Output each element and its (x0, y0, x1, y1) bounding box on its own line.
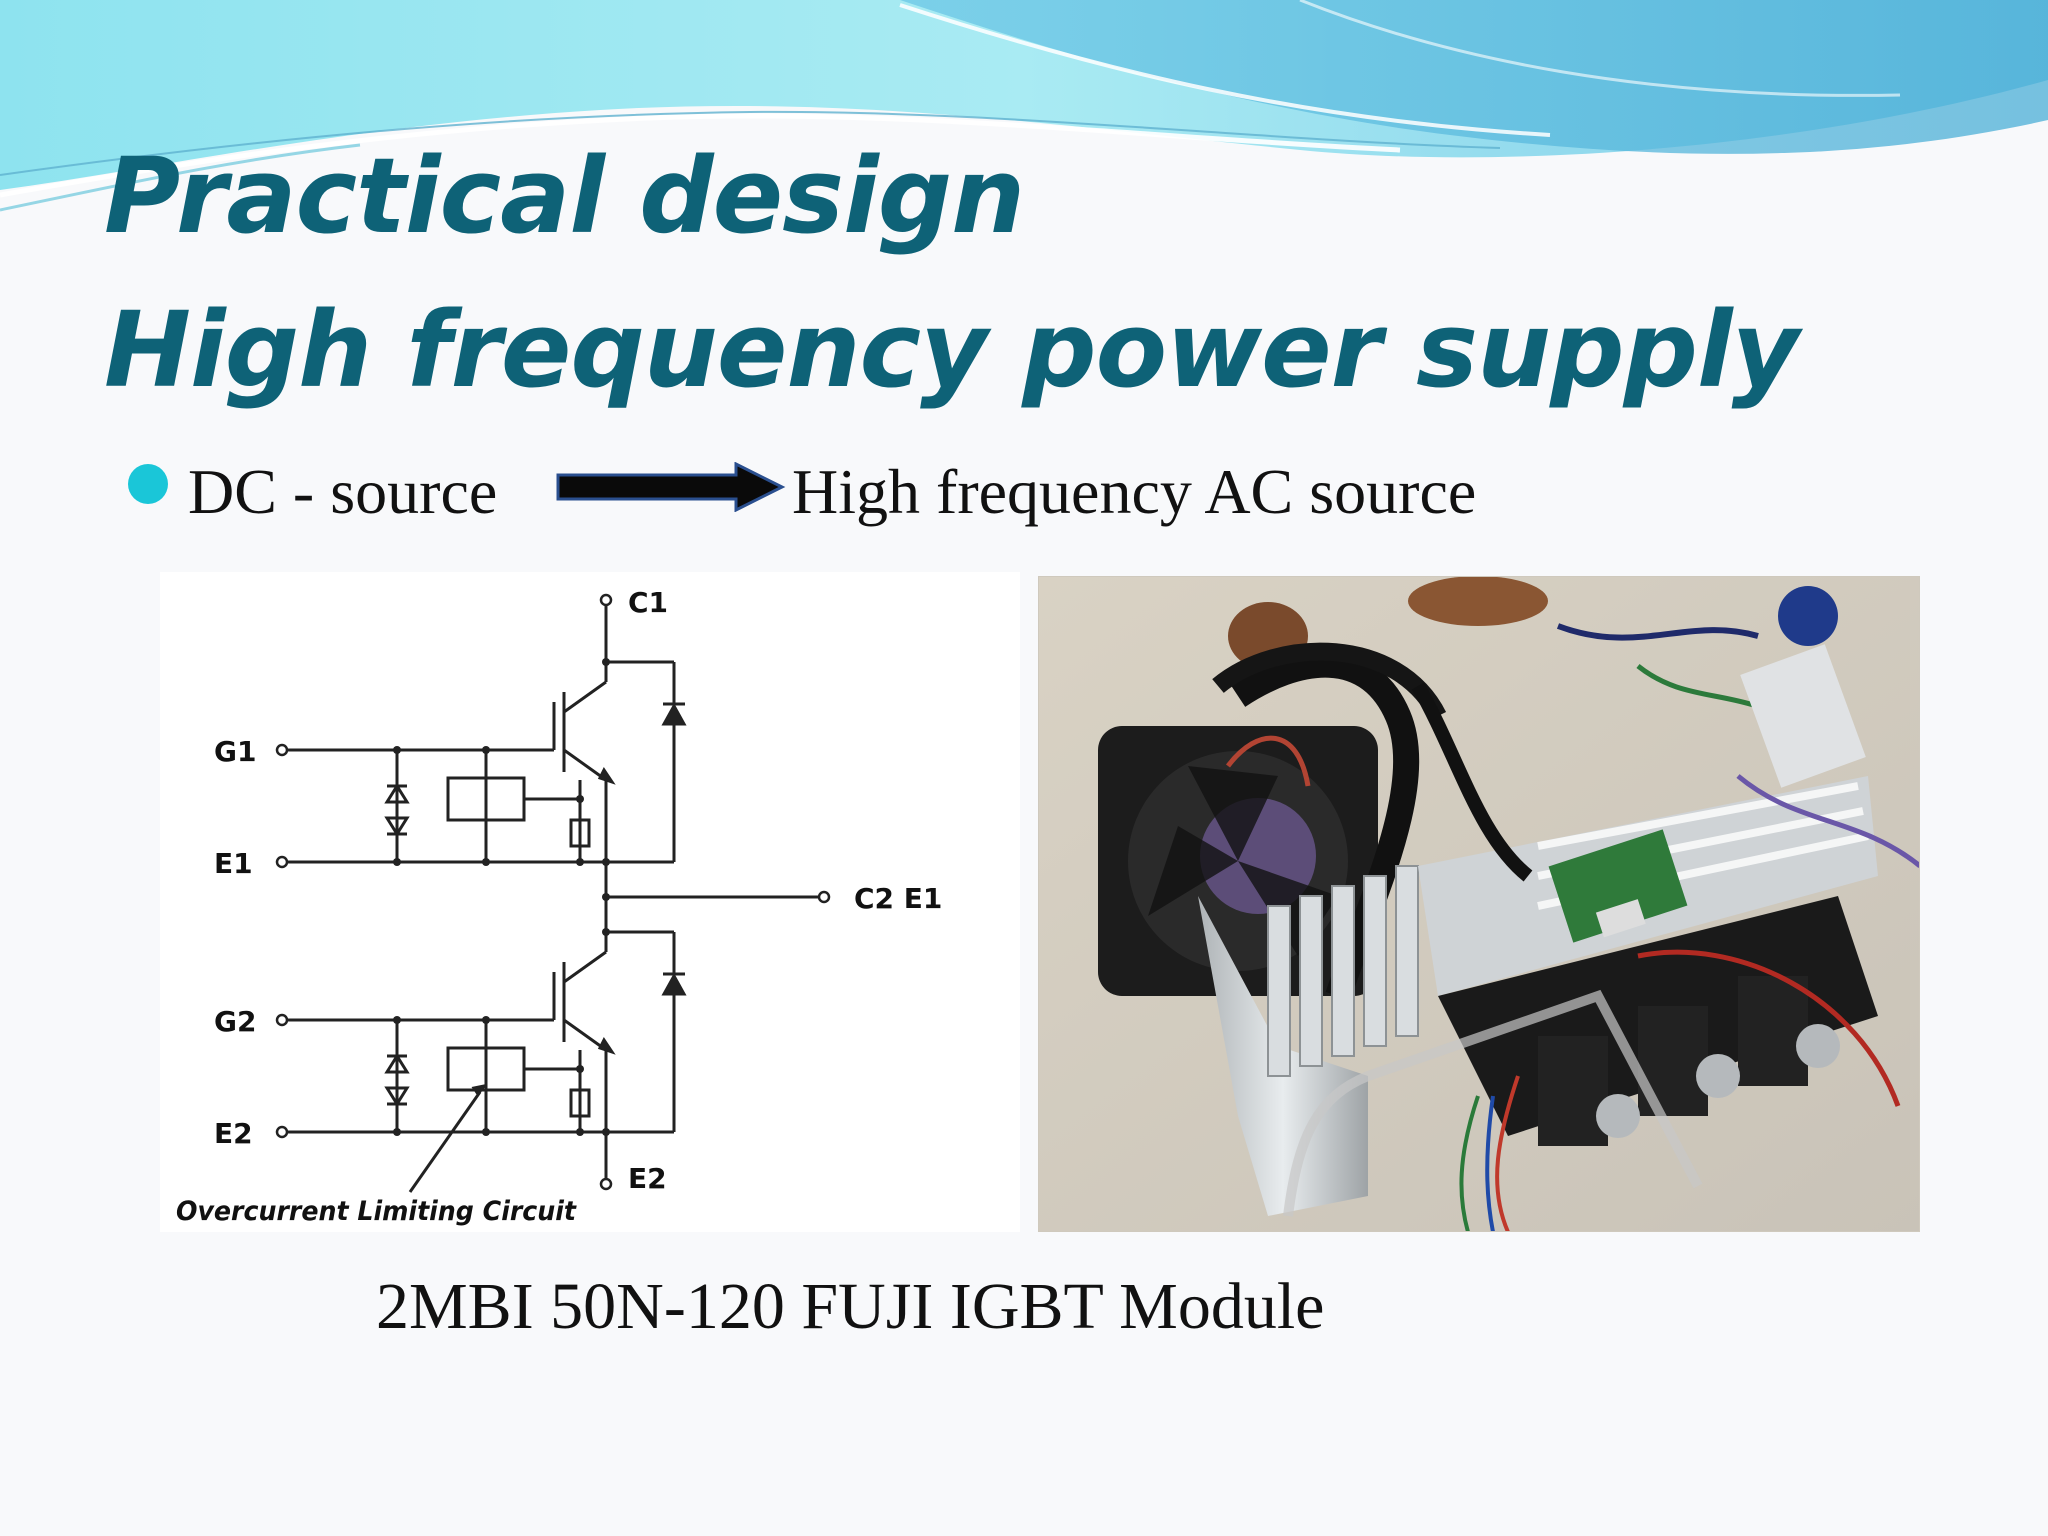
wave-banner (0, 0, 2048, 212)
terminal-c2e1-label: C2 E1 (854, 882, 942, 915)
bullet-target-text: High frequency AC source (792, 456, 1477, 527)
bullet-item: DC - source High frequency AC source (128, 452, 1728, 532)
terminal-e2-left-label: E2 (214, 1117, 253, 1150)
figure-caption: 2MBI 50N-120 FUJI IGBT Module (376, 1270, 1325, 1343)
right-arrow-icon (556, 462, 786, 512)
terminal-e2-bottom-label: E2 (628, 1162, 667, 1195)
terminal-c1-label: C1 (628, 586, 668, 619)
bullet-source-text: DC - source (188, 456, 498, 527)
terminal-g1-label: G1 (214, 735, 256, 768)
igbt-module-photo (1038, 576, 1920, 1232)
overcurrent-circuit-annotation: Overcurrent Limiting Circuit (176, 1196, 577, 1227)
slide-title-line-2: High frequency power supply (104, 289, 1799, 411)
slide-title-line-1: Practical design (104, 135, 1025, 257)
igbt-schematic-diagram: C1 G1 E1 C2 E1 G2 E2 E2 Overcurrent Limi… (160, 572, 1020, 1232)
terminal-e1-label: E1 (214, 847, 253, 880)
bullet-dot-icon (128, 464, 168, 504)
terminal-g2-label: G2 (214, 1005, 256, 1038)
